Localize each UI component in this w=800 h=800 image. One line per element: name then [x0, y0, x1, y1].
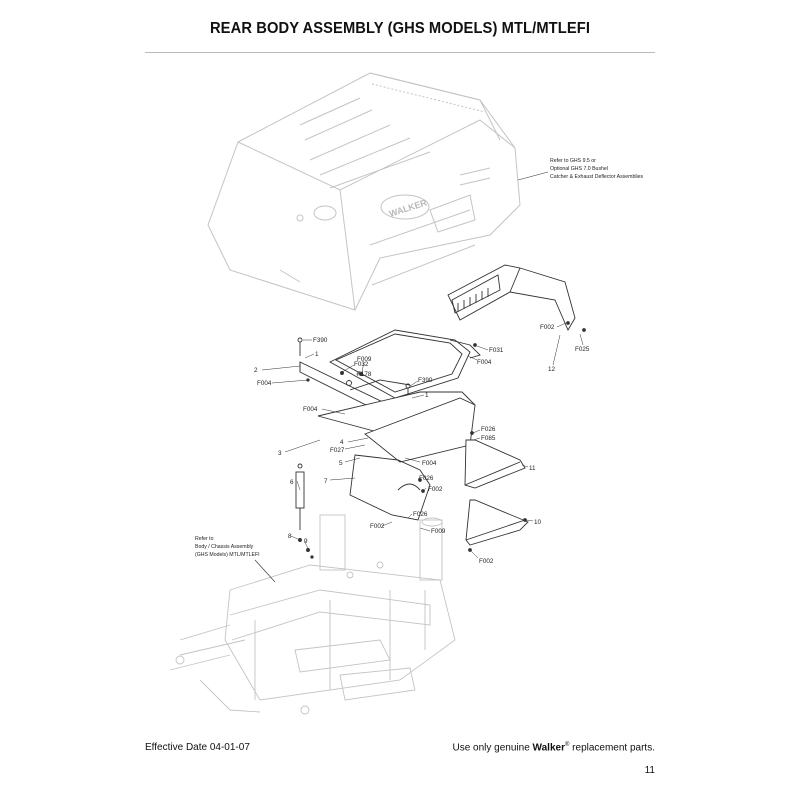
callout-F085: F085: [481, 435, 496, 442]
callout-1-b: 1: [425, 392, 429, 399]
callout-F002-b: F002: [428, 486, 443, 493]
page-number: 11: [644, 765, 655, 776]
callout-F002-c: F002: [370, 523, 385, 530]
callout-F004-c: F004: [477, 359, 492, 366]
callout-F002-a: F002: [540, 324, 555, 331]
svg-text:Refer to GHS 9.5 or: Refer to GHS 9.5 or: [550, 158, 596, 164]
callout-4: 4: [340, 439, 344, 446]
footer-tagline-pre: Use only genuine: [452, 742, 530, 754]
callout-F026-a: F026: [419, 475, 434, 482]
callout-11: 11: [529, 465, 536, 472]
callout-F390-b: F390: [418, 377, 433, 384]
callout-7: 7: [324, 478, 328, 485]
callout-3: 3: [278, 450, 282, 457]
callout-F031: F031: [489, 347, 504, 354]
footer-registered-mark: ®: [564, 742, 570, 748]
callout-10: 10: [534, 519, 542, 526]
leader-lines: [552, 322, 584, 366]
callout-6: 6: [290, 479, 294, 486]
callout-12: 12: [548, 366, 556, 373]
callout-F025: F025: [575, 346, 590, 353]
svg-text:(GHS Models) MTL/MTLEFI: (GHS Models) MTL/MTLEFI: [195, 552, 260, 558]
title-divider: [145, 52, 655, 53]
callout-F004-b: F004: [303, 406, 318, 413]
svg-text:Body / Chassis Assembly: Body / Chassis Assembly: [195, 544, 254, 550]
callout-labels: F390 1 2 F004 F032 F178 F009 F390 1 F004…: [254, 324, 590, 565]
svg-text:Catcher & Exhaust Deflector As: Catcher & Exhaust Deflector Assemblies: [550, 174, 644, 180]
callout-F009-a: F009: [357, 356, 372, 363]
page-title: REAR BODY ASSEMBLY (GHS MODELS) MTL/MTLE…: [209, 20, 591, 37]
right-bracket-10: [465, 499, 529, 552]
callout-F004-d: F004: [422, 460, 437, 467]
rear-body-housing: [207, 72, 521, 311]
callout-leaders: [261, 339, 534, 559]
floor-panels: [317, 391, 476, 463]
effective-date: Effective Date 04-01-07: [145, 742, 250, 753]
callout-F004-a: F004: [257, 380, 272, 387]
callout-F009-b: F009: [431, 528, 446, 535]
chassis-frame: [169, 514, 456, 715]
callout-F032: F032: [354, 361, 369, 368]
reference-note-chassis: Refer to Body / Chassis Assembly (GHS Mo…: [195, 536, 276, 583]
deflector-panel-12: [447, 264, 586, 332]
callout-F027: F027: [330, 447, 345, 454]
callout-2: 2: [254, 367, 258, 374]
footer-brand: Walker: [532, 742, 565, 754]
footer-tagline: Use only genuine Walker® replacement par…: [452, 742, 655, 753]
reference-note-catcher: Refer to GHS 9.5 or Optional GHS 7.0 Bus…: [517, 158, 644, 181]
callout-8: 8: [288, 533, 292, 540]
right-bracket-11: [464, 431, 526, 489]
callout-F390-a: F390: [313, 337, 328, 344]
svg-text:Refer to: Refer to: [195, 536, 214, 542]
footer-tagline-post: replacement parts.: [572, 742, 655, 754]
callout-F178: F178: [357, 371, 372, 378]
callout-F002-d: F002: [479, 558, 494, 565]
callout-5: 5: [339, 460, 343, 467]
svg-text:Optional GHS 7.0 Bushel: Optional GHS 7.0 Bushel: [550, 166, 608, 172]
callout-F026-b: F026: [413, 511, 428, 518]
callout-1-a: 1: [315, 351, 319, 358]
gas-spring-6: [295, 463, 314, 559]
callout-F026-c: F026: [481, 426, 496, 433]
callout-9: 9: [304, 538, 308, 545]
